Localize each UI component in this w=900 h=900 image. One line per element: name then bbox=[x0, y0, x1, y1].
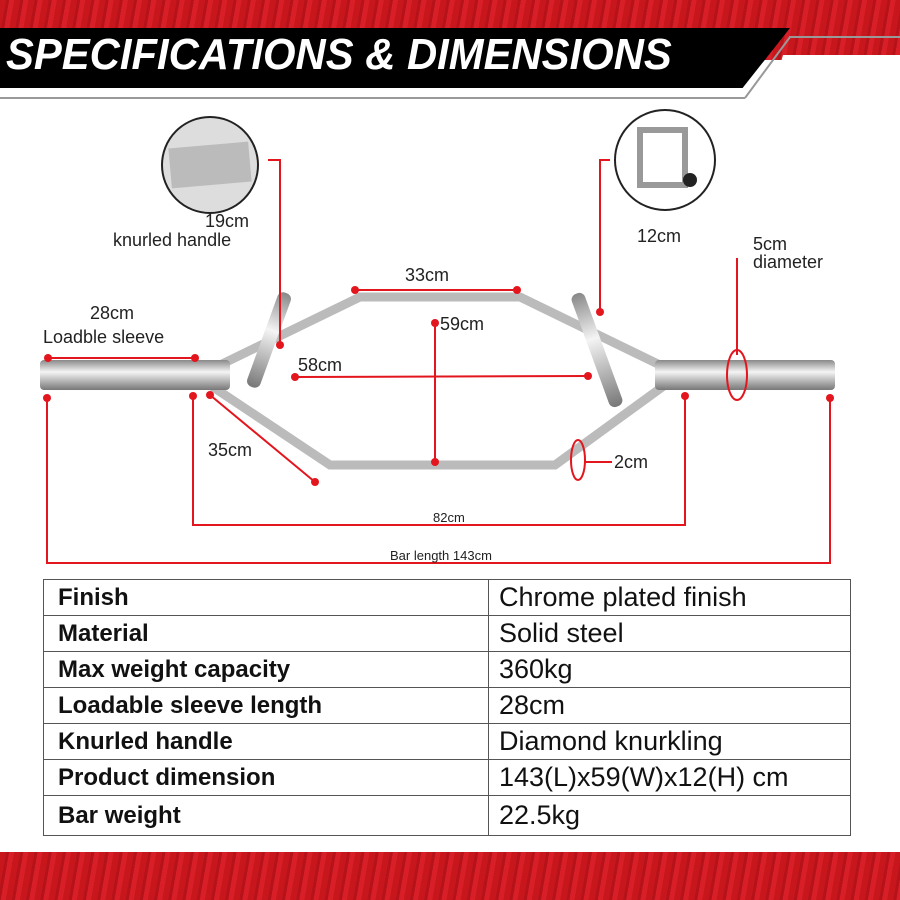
spec-label: Material bbox=[43, 615, 489, 652]
spec-label: Finish bbox=[43, 579, 489, 616]
spec-value: 28cm bbox=[488, 687, 851, 724]
handle-height-label: 12cm bbox=[637, 226, 682, 246]
title-bar bbox=[0, 28, 790, 88]
right-handle bbox=[571, 292, 623, 408]
dimension-dots bbox=[43, 286, 834, 486]
sleeve-length-label: 28cm bbox=[90, 303, 135, 323]
dimension-lines bbox=[46, 126, 831, 564]
spec-value: Diamond knurkling bbox=[488, 723, 851, 760]
handle-length-label: 19cm bbox=[205, 211, 250, 231]
left-handle bbox=[247, 292, 291, 388]
sleeve-label: Loadble sleeve bbox=[43, 327, 165, 347]
detail-circle-handle bbox=[614, 109, 716, 211]
left-sleeve bbox=[40, 360, 230, 390]
bar-length-label: Bar length 143cm bbox=[390, 548, 492, 563]
top-bar-label: 33cm bbox=[405, 265, 450, 285]
page-title: SPECIFICATIONS & DIMENSIONS bbox=[6, 30, 672, 79]
spec-label: Product dimension bbox=[43, 759, 489, 796]
spec-value: 143(L)x59(W)x12(H) cm bbox=[488, 759, 851, 796]
spec-label: Knurled handle bbox=[43, 723, 489, 760]
sleeve-diameter-text: diameter bbox=[753, 252, 824, 272]
tube-diameter-label: 2cm bbox=[614, 452, 649, 472]
inner-height-label: 59cm bbox=[440, 314, 485, 334]
frame-length-label: 82cm bbox=[433, 510, 465, 525]
right-sleeve bbox=[655, 360, 835, 390]
spec-value: 360kg bbox=[488, 651, 851, 688]
spec-label: Loadable sleeve length bbox=[43, 687, 489, 724]
spec-label: Max weight capacity bbox=[43, 651, 489, 688]
spec-value: Solid steel bbox=[488, 615, 851, 652]
sleeve-diameter-label: 5cm bbox=[753, 234, 788, 254]
header-white-wedge bbox=[770, 55, 900, 100]
detail-circle-knurl bbox=[161, 116, 259, 214]
spec-value: 22.5kg bbox=[488, 795, 851, 836]
footer-background bbox=[0, 852, 900, 900]
inner-width-label: 58cm bbox=[298, 355, 343, 375]
handle-label: knurled handle bbox=[113, 230, 232, 250]
spec-label: Bar weight bbox=[43, 795, 489, 836]
spec-value: Chrome plated finish bbox=[488, 579, 851, 616]
side-bar-label: 35cm bbox=[208, 440, 253, 460]
